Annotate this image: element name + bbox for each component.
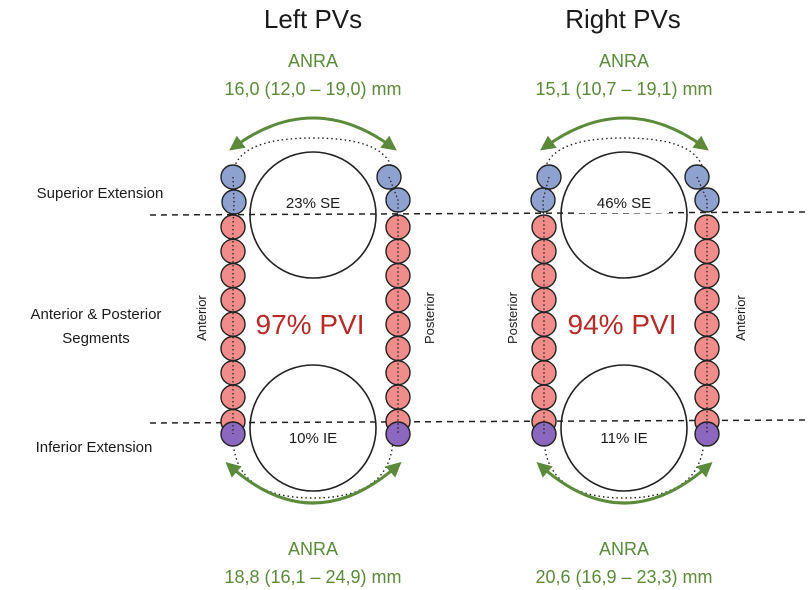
anra-top-value: 15,1 (10,7 – 19,1) mm <box>535 79 712 99</box>
anra-bottom-value: 18,8 (16,1 – 24,9) mm <box>224 567 401 587</box>
lesion-chain-dotted-line <box>542 176 550 434</box>
superior-vein-circle <box>560 151 688 279</box>
lesion-dot <box>385 421 411 447</box>
lesion-dot <box>220 214 246 240</box>
superior-vein-circle <box>249 151 377 279</box>
lesion-chain-right <box>684 164 720 447</box>
lesion-chain-dotted-line <box>232 176 235 434</box>
lesion-dot <box>220 262 246 289</box>
panel-left-pvs: Left PVs ANRA 16,0 (12,0 – 19,0) mm 23% … <box>194 4 437 587</box>
side-label-left: Posterior <box>505 291 520 344</box>
ie-label-bg <box>268 426 358 448</box>
se-label-bg <box>579 191 669 213</box>
anra-top-label: ANRA <box>288 51 338 71</box>
panel-right-pvs: Right PVs ANRA 15,1 (10,7 – 19,1) mm 46%… <box>505 4 748 587</box>
side-label-right: Anterior <box>733 295 748 341</box>
lesion-dot <box>531 214 557 240</box>
inferior-vein-circle <box>560 364 688 492</box>
side-label-left: Anterior <box>194 295 209 341</box>
lesion-dot <box>694 384 720 410</box>
anra-bottom-label: ANRA <box>288 539 338 559</box>
row-label-segments-line1: Anterior & Posterior <box>31 306 162 323</box>
anra-top-value: 16,0 (12,0 – 19,0) mm <box>224 79 401 99</box>
inferior-vein-circle <box>249 364 377 492</box>
pvi-label: 97% PVI <box>256 309 365 340</box>
lesion-chain-right <box>376 164 411 447</box>
panel-title: Right PVs <box>565 4 681 34</box>
lesion-dot <box>694 421 720 447</box>
arrow-top <box>540 116 709 151</box>
anra-bottom-label: ANRA <box>599 539 649 559</box>
row-label-inferior: Inferior Extension <box>36 439 153 456</box>
lesion-dot <box>220 335 246 362</box>
arrow-bottom <box>536 462 713 505</box>
ie-label: 10% IE <box>289 430 337 447</box>
se-label: 46% SE <box>597 195 651 212</box>
lesion-chain-dotted-line <box>388 176 399 434</box>
lesion-chain-left <box>220 164 247 447</box>
row-label-superior: Superior Extension <box>37 185 164 202</box>
side-label-right: Posterior <box>422 291 437 344</box>
ie-label: 11% IE <box>600 430 647 447</box>
lesion-dot <box>530 187 556 213</box>
arrow-top <box>229 116 397 151</box>
arrow-bottom <box>225 462 402 505</box>
dotted-arc-top <box>543 137 705 178</box>
lesion-chain-dotted-line <box>696 176 708 434</box>
panel-title: Left PVs <box>264 4 362 34</box>
lesion-dot <box>531 238 557 265</box>
row-label-segments-line2: Segments <box>62 330 130 347</box>
superior-boundary-line <box>149 211 810 216</box>
se-label-bg <box>268 191 358 213</box>
lesion-chain-left <box>530 164 562 447</box>
dotted-arc-top <box>232 137 394 178</box>
lesion-dot <box>220 311 246 337</box>
anra-bottom-value: 20,6 (16,9 – 23,3) mm <box>535 567 712 587</box>
se-label: 23% SE <box>286 195 340 212</box>
lesion-dot <box>531 421 557 447</box>
lesion-dot <box>531 262 557 289</box>
anra-top-label: ANRA <box>599 51 649 71</box>
pvi-label: 94% PVI <box>568 309 677 340</box>
ie-label-bg <box>579 426 669 448</box>
lesion-dot <box>220 287 246 313</box>
lesion-dot <box>220 238 246 265</box>
